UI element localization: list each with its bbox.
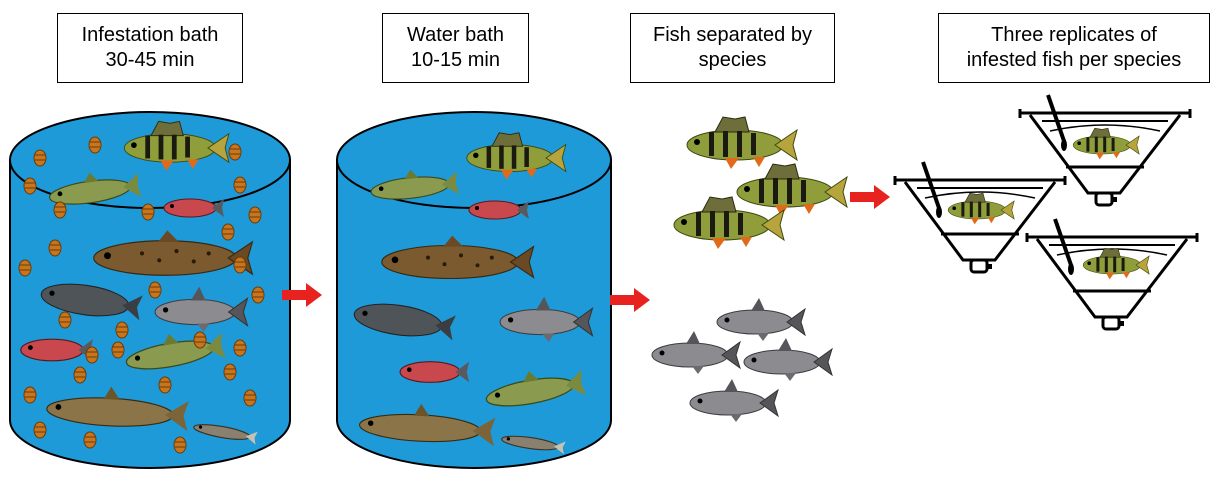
parasite-larva	[159, 377, 171, 393]
parasite-larva	[222, 224, 234, 240]
parasite-larva	[249, 207, 261, 223]
parasite-larva	[86, 347, 98, 363]
net-cage-3	[1027, 219, 1197, 329]
parasite-larva	[244, 390, 256, 406]
perch-fish	[1073, 128, 1139, 159]
parasite-larva	[34, 422, 46, 438]
parasite-larva	[194, 332, 206, 348]
parasite-larva	[174, 437, 186, 453]
parasite-larva	[234, 177, 246, 193]
parasite-larva	[74, 367, 86, 383]
net-cage-1	[1020, 95, 1190, 205]
parasite-larva	[142, 204, 154, 220]
parasite-larva	[234, 257, 246, 273]
perch-fish	[1083, 248, 1149, 279]
roach-fish	[717, 298, 805, 341]
parasite-larva	[116, 322, 128, 338]
roach-fish	[744, 338, 832, 381]
parasite-larva	[89, 137, 101, 153]
separated-roach-group	[652, 298, 832, 422]
perch-fish	[948, 193, 1014, 224]
parasite-larva	[59, 312, 71, 328]
roach-fish	[652, 331, 740, 374]
parasite-larva	[54, 202, 66, 218]
separated-perch-group	[674, 117, 847, 249]
parasite-larva	[224, 364, 236, 380]
perch-fish	[687, 117, 797, 169]
parasite-larva	[49, 240, 61, 256]
parasite-larva	[149, 282, 161, 298]
roach-fish	[690, 379, 778, 422]
perch-fish	[737, 164, 847, 216]
net-cage-2	[895, 162, 1065, 272]
parasite-larva	[84, 432, 96, 448]
red-arrow	[850, 185, 890, 209]
parasite-larva	[234, 340, 246, 356]
parasite-larva	[229, 144, 241, 160]
parasite-larva	[24, 387, 36, 403]
parasite-larva	[252, 287, 264, 303]
red-arrow	[610, 288, 650, 312]
parasite-larva	[34, 150, 46, 166]
parasite-larva	[24, 178, 36, 194]
parasite-larva	[19, 260, 31, 276]
parasite-larva	[112, 342, 124, 358]
